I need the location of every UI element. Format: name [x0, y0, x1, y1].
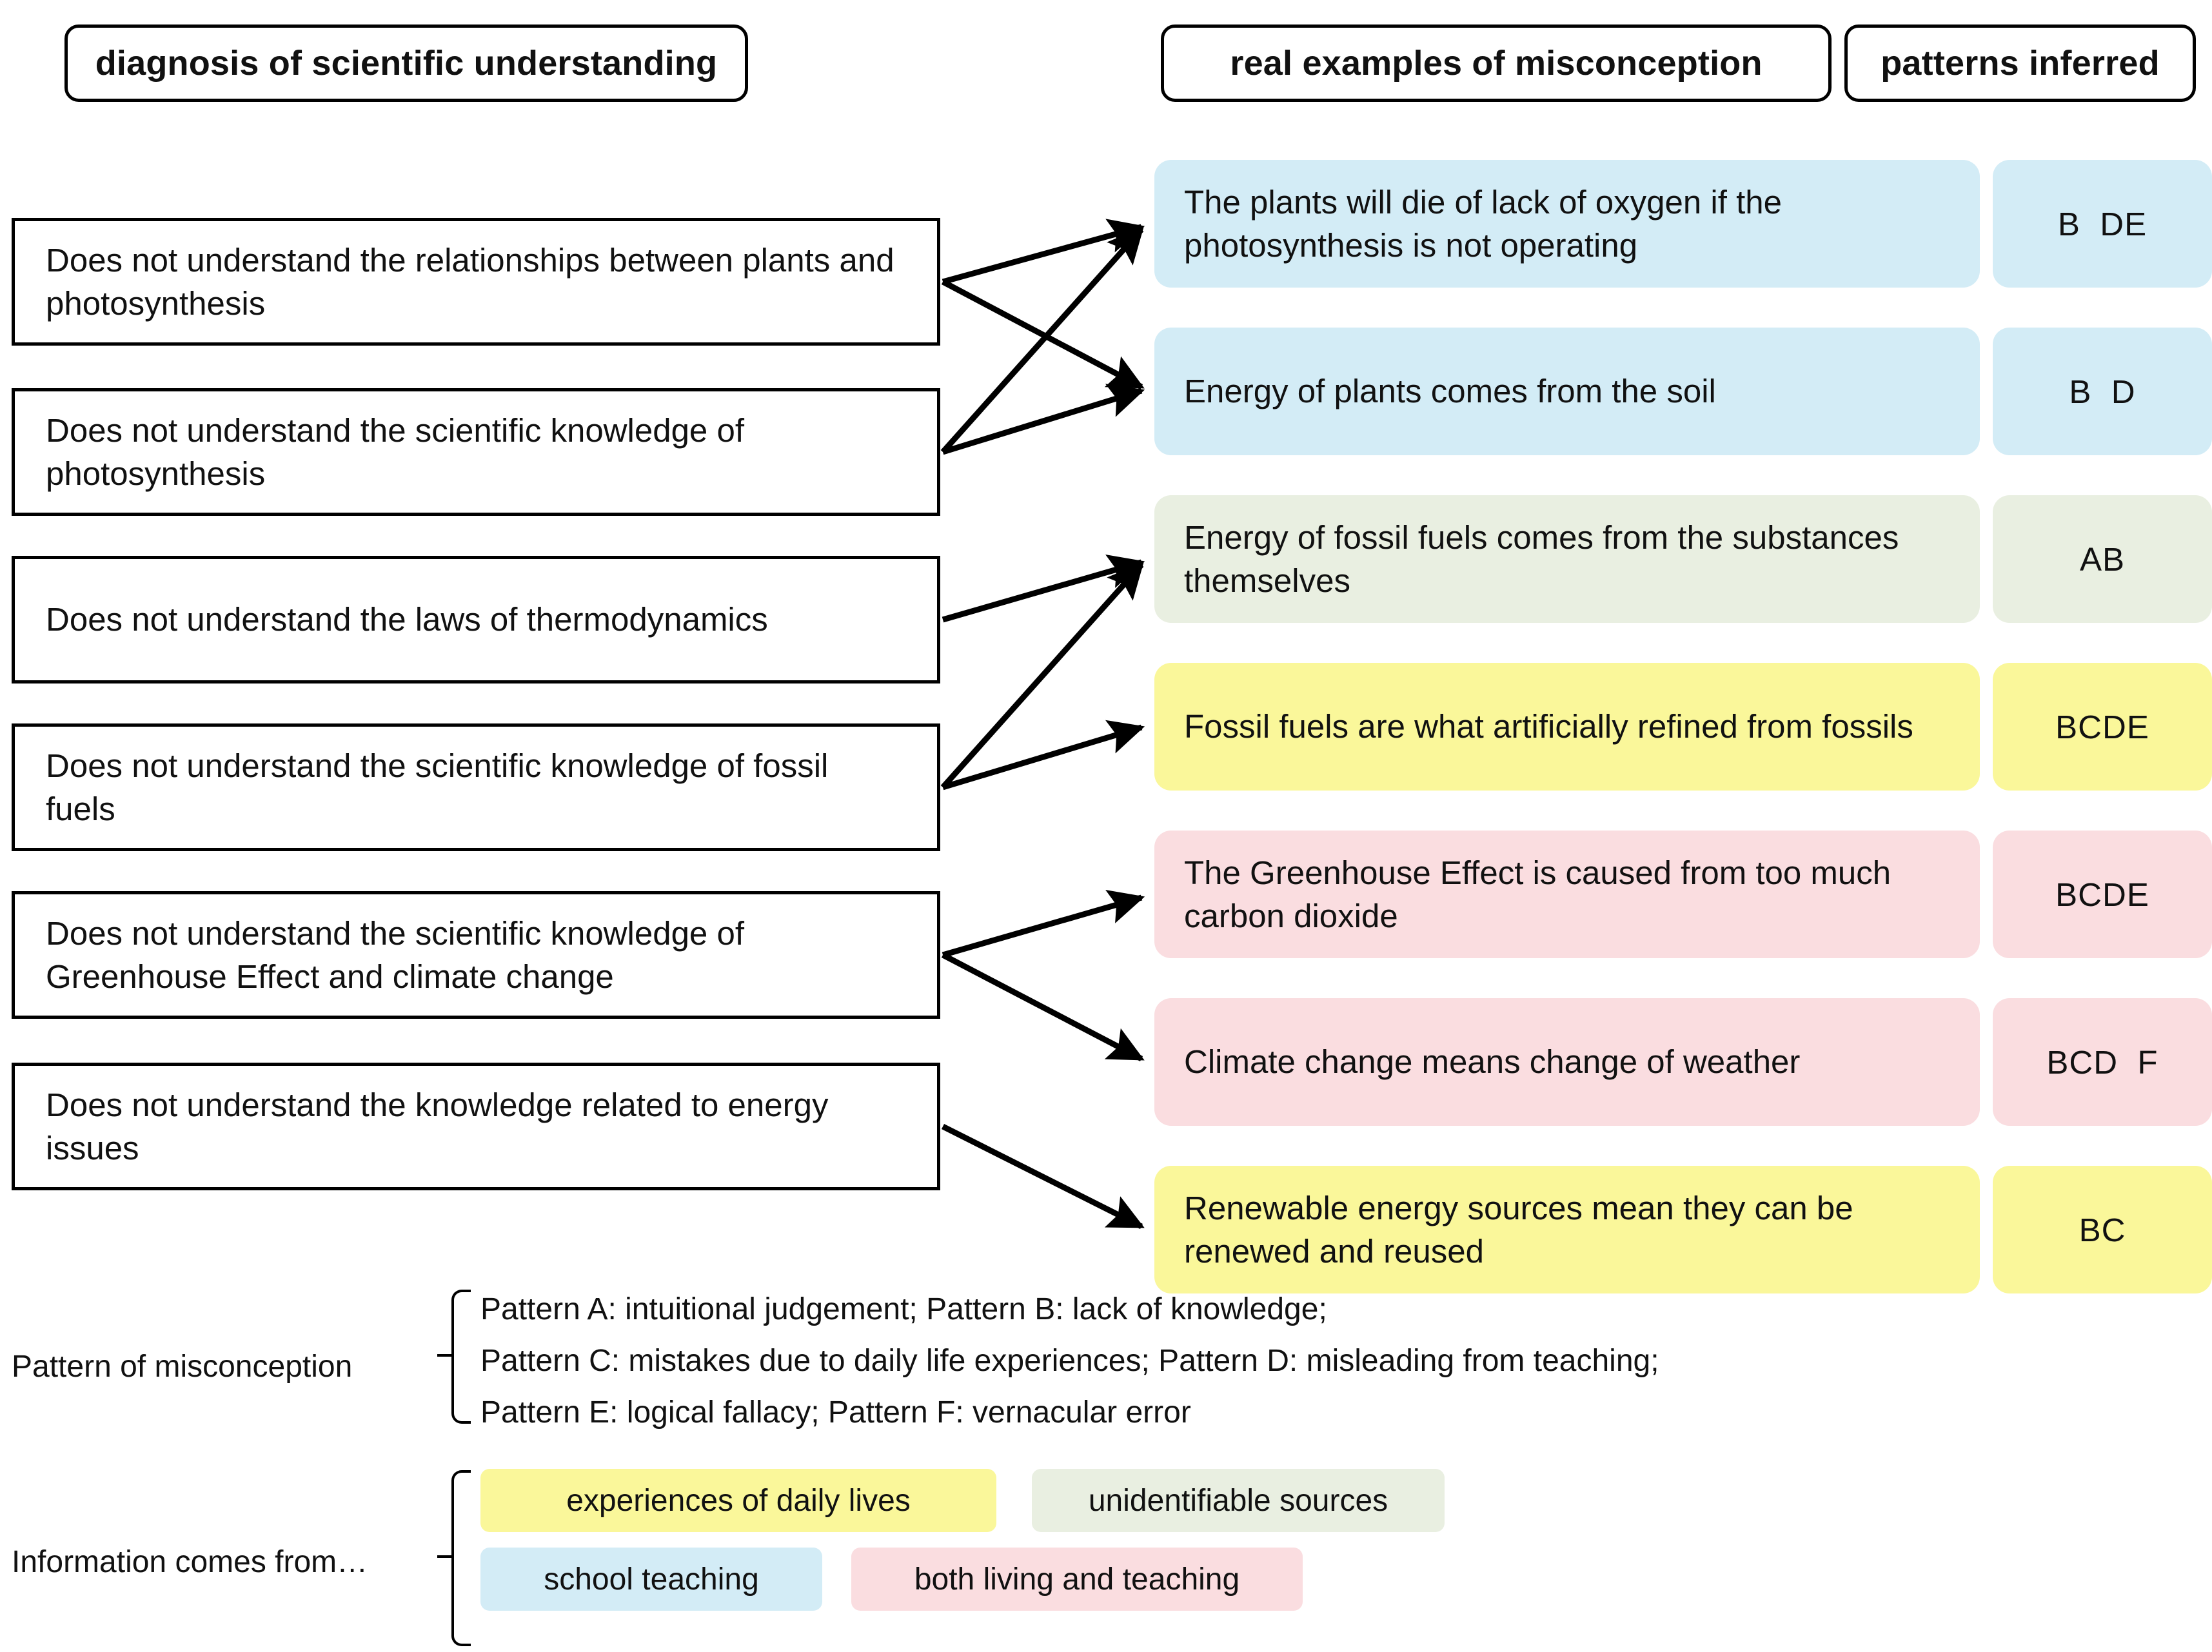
legend-source-brace	[451, 1470, 471, 1646]
legend-chip-both-living-teaching: both living and teaching	[851, 1548, 1303, 1611]
misconception-text-4: Fossil fuels are what artificially refin…	[1154, 663, 1980, 791]
legend-pattern-brace-nub	[437, 1354, 451, 1357]
legend-pattern-brace	[451, 1290, 471, 1424]
diagnosis-box-2: Does not understand the scientific knowl…	[12, 388, 940, 516]
pattern-badge-4: BCDE	[1993, 663, 2212, 791]
diagnosis-box-1: Does not understand the relationships be…	[12, 218, 940, 346]
legend-pattern-line-2: Pattern C: mistakes due to daily life ex…	[480, 1344, 1659, 1378]
legend-pattern-label: Pattern of misconception	[12, 1350, 353, 1384]
pattern-badge-7: BC	[1993, 1166, 2212, 1293]
legend-source-brace-nub	[437, 1555, 451, 1558]
header-diagnosis: diagnosis of scientific understanding	[64, 25, 748, 102]
misconception-text-1: The plants will die of lack of oxygen if…	[1154, 160, 1980, 288]
pattern-badge-5: BCDE	[1993, 831, 2212, 958]
legend-chip-school-teaching: school teaching	[480, 1548, 822, 1611]
misconception-text-2: Energy of plants comes from the soil	[1154, 328, 1980, 455]
legend-pattern-line-3: Pattern E: logical fallacy; Pattern F: v…	[480, 1395, 1191, 1430]
diagnosis-box-3: Does not understand the laws of thermody…	[12, 556, 940, 683]
pattern-badge-1: B DE	[1993, 160, 2212, 288]
legend-pattern-line-1: Pattern A: intuitional judgement; Patter…	[480, 1292, 1327, 1326]
legend-source-label: Information comes from…	[12, 1545, 368, 1579]
diagnosis-box-5: Does not understand the scientific knowl…	[12, 891, 940, 1019]
legend-chip-daily-lives: experiences of daily lives	[480, 1469, 996, 1532]
pattern-badge-2: B D	[1993, 328, 2212, 455]
misconception-text-3: Energy of fossil fuels comes from the su…	[1154, 495, 1980, 623]
misconception-text-6: Climate change means change of weather	[1154, 998, 1980, 1126]
diagnosis-box-6: Does not understand the knowledge relate…	[12, 1063, 940, 1190]
legend-chip-unidentifiable: unidentifiable sources	[1032, 1469, 1445, 1532]
diagnosis-box-4: Does not understand the scientific knowl…	[12, 723, 940, 851]
header-patterns: patterns inferred	[1844, 25, 2196, 102]
pattern-badge-3: AB	[1993, 495, 2212, 623]
misconception-text-5: The Greenhouse Effect is caused from too…	[1154, 831, 1980, 958]
pattern-badge-6: BCD F	[1993, 998, 2212, 1126]
misconception-text-7: Renewable energy sources mean they can b…	[1154, 1166, 1980, 1293]
header-misconception: real examples of misconception	[1161, 25, 1832, 102]
